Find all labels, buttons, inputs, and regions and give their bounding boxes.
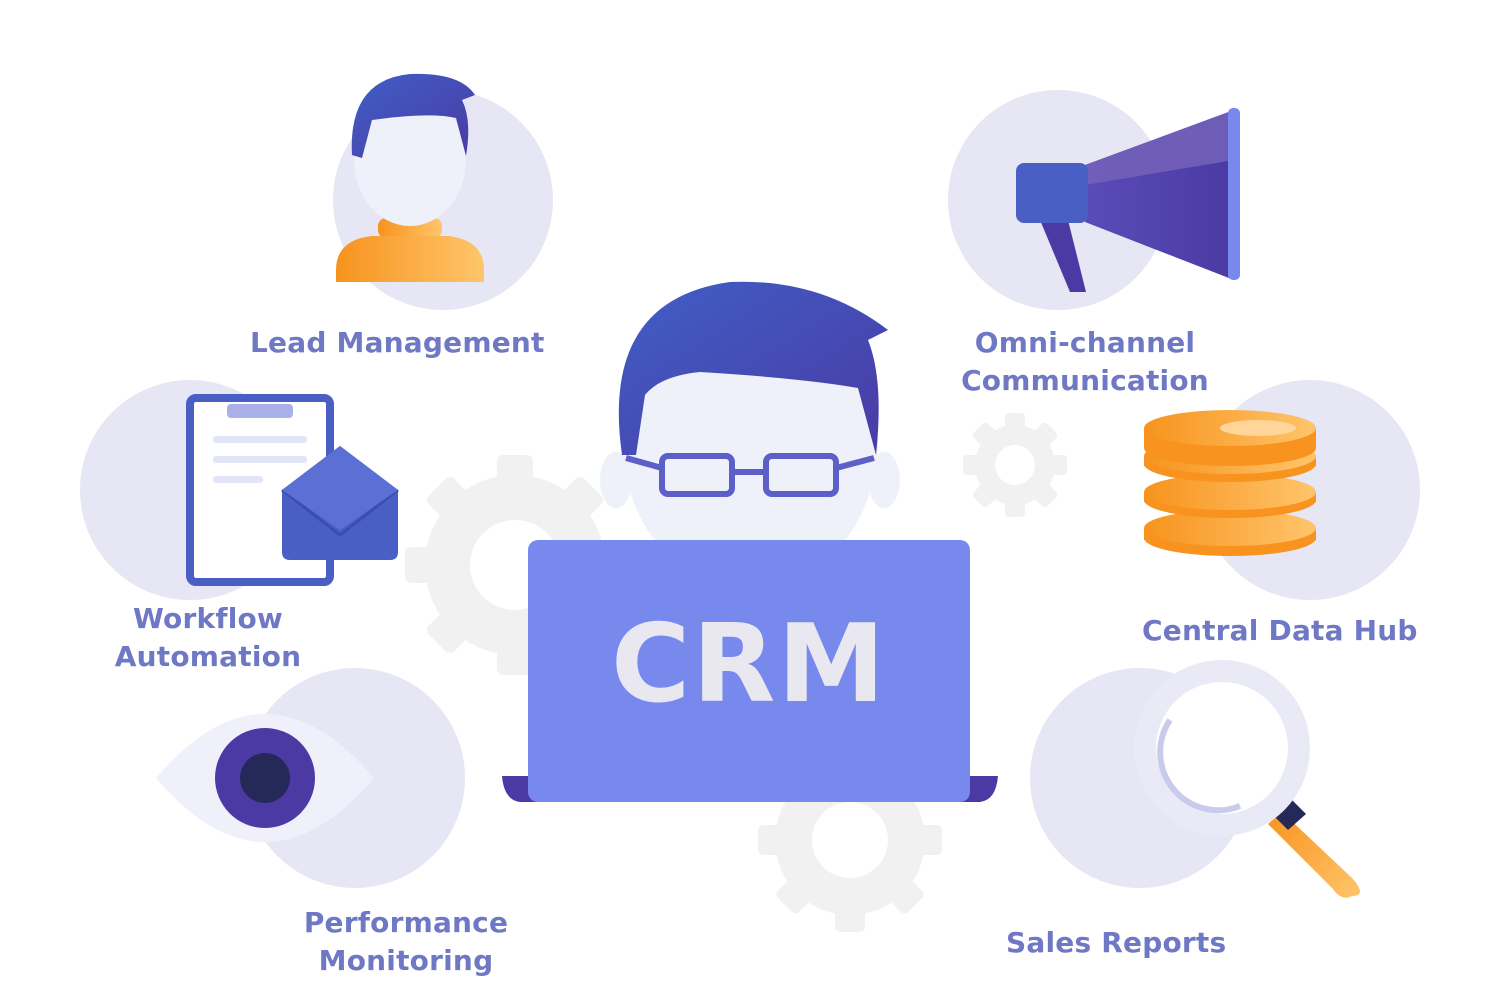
- workflow-automation-line2: Automation: [114, 640, 302, 673]
- sales-reports-label: Sales Reports: [1006, 926, 1227, 959]
- database-stack-icon: [1144, 410, 1316, 556]
- megaphone-icon: [1016, 108, 1240, 292]
- crm-person-icon: [600, 281, 900, 590]
- workflow-automation-label: Workflow Automation: [98, 600, 318, 676]
- crm-screen-label: CRM: [611, 602, 887, 727]
- clipboard-envelope-icon: [186, 394, 399, 586]
- omnichannel-line2: Communication: [961, 364, 1209, 397]
- gear-icon: [963, 413, 1067, 517]
- lead-management-label: Lead Management: [250, 326, 545, 359]
- eye-icon: [156, 714, 374, 842]
- performance-monitoring-line1: Performance: [303, 906, 509, 939]
- performance-monitoring-label: Performance Monitoring: [286, 904, 526, 980]
- omnichannel-communication-label: Omni-channel Communication: [940, 324, 1230, 400]
- omnichannel-line1: Omni-channel: [974, 326, 1196, 359]
- magnifier-icon: [1134, 660, 1360, 898]
- central-data-hub-label: Central Data Hub: [1142, 614, 1418, 647]
- laptop-icon: [502, 540, 998, 802]
- performance-monitoring-line2: Monitoring: [318, 944, 494, 977]
- workflow-automation-line1: Workflow: [132, 602, 284, 635]
- person-avatar-icon: [336, 73, 484, 282]
- glasses-icon: [625, 453, 875, 497]
